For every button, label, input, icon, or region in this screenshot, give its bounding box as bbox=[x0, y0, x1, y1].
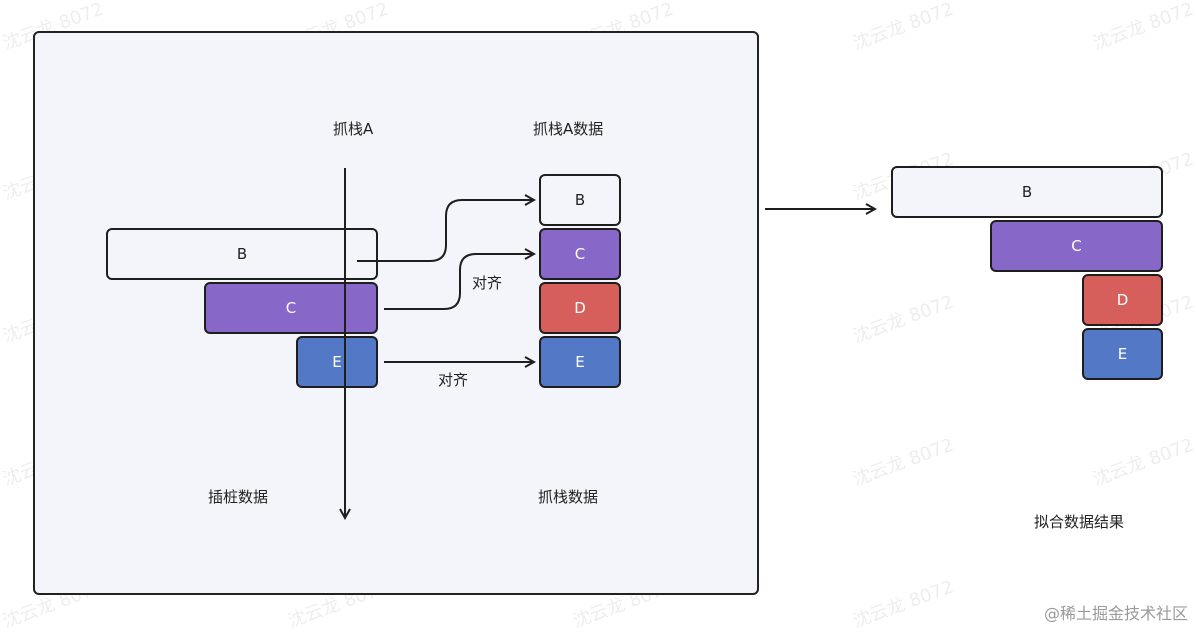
align-label-upper: 对齐 bbox=[472, 274, 503, 292]
align-label-lower: 对齐 bbox=[438, 371, 469, 389]
result-box-e: E bbox=[1082, 328, 1163, 380]
stack-a-data-title: 抓栈A数据 bbox=[533, 120, 604, 138]
stack-box-b: B bbox=[539, 174, 621, 226]
instr-box-c: C bbox=[204, 282, 378, 334]
instr-box-b: B bbox=[106, 228, 378, 280]
result-box-c: C bbox=[990, 220, 1163, 272]
instr-box-e: E bbox=[296, 336, 378, 388]
result-box-d: D bbox=[1082, 274, 1163, 326]
stack-a-title: 抓栈A bbox=[333, 120, 374, 138]
result-label: 拟合数据结果 bbox=[1034, 513, 1125, 531]
stack-box-e: E bbox=[539, 336, 621, 388]
arrow-b-to-b bbox=[357, 200, 534, 262]
stack-data-label: 抓栈数据 bbox=[538, 488, 599, 506]
stack-box-d: D bbox=[539, 282, 621, 334]
arrow-c-to-c bbox=[384, 254, 534, 310]
stack-box-c: C bbox=[539, 228, 621, 280]
instrumentation-label: 插桩数据 bbox=[208, 488, 269, 506]
result-box-b: B bbox=[891, 166, 1163, 218]
left-panel bbox=[33, 31, 759, 595]
footer-credit: @稀土掘金技术社区 bbox=[1043, 604, 1188, 623]
